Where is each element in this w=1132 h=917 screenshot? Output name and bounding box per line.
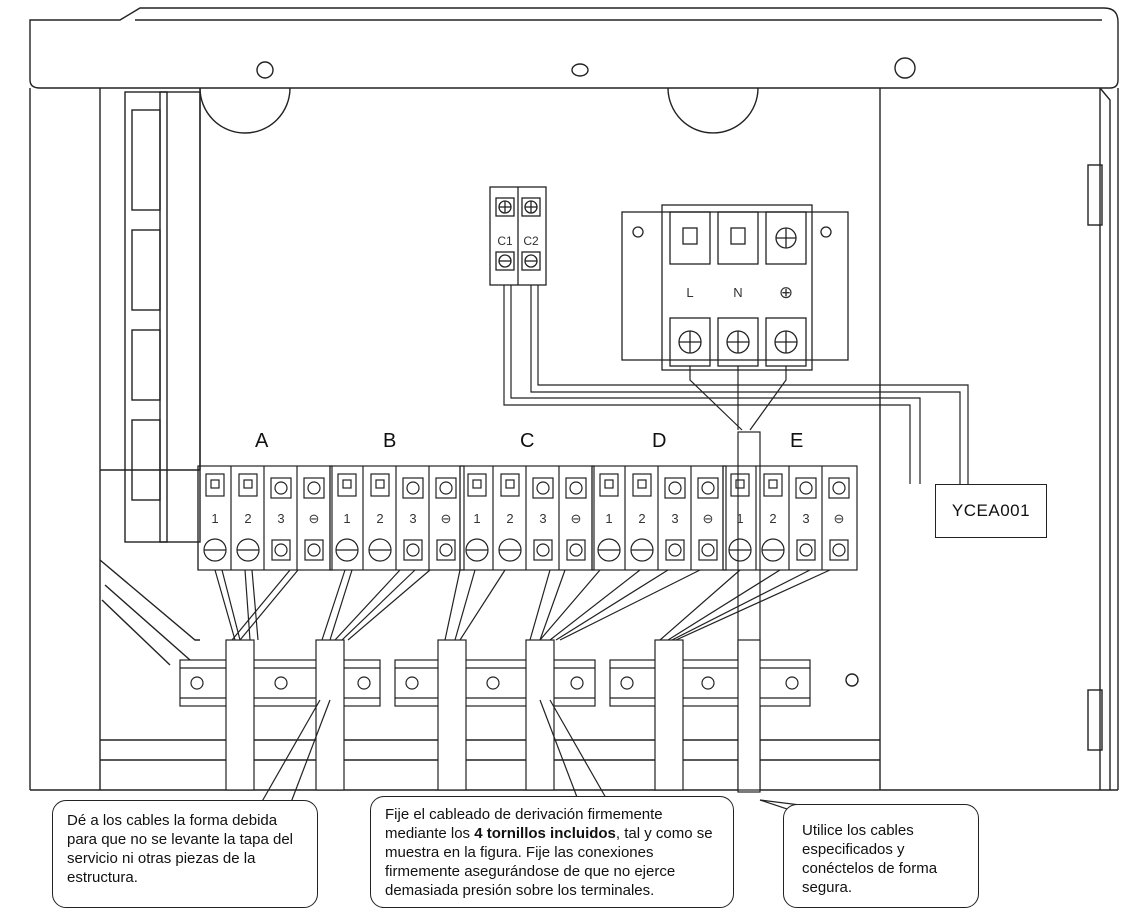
callout-fix-bold: 4 tornillos incluidos: [474, 825, 616, 842]
group-label-e: E: [790, 430, 804, 452]
terminal-label: 1: [736, 511, 743, 526]
terminal-label: 3: [277, 511, 284, 526]
power-terminal-label: ⊕: [779, 283, 793, 302]
terminal-label: 1: [211, 511, 218, 526]
lid-hole: [894, 57, 916, 79]
terminal-label: ⊖: [441, 511, 452, 526]
terminal-label: 2: [638, 511, 645, 526]
callout-fix-text-2: , tal y como se muestra en la figura. Fi…: [385, 825, 713, 899]
group-label-b: B: [383, 430, 397, 452]
terminal-label: ⊖: [571, 511, 582, 526]
terminal-label: ⊖: [834, 511, 845, 526]
terminal-label: 3: [671, 511, 678, 526]
terminal-label: 1: [605, 511, 612, 526]
terminal-label: 3: [409, 511, 416, 526]
callout-fix-wiring: Fije el cableado de derivación firmement…: [370, 796, 734, 908]
terminal-label: 1: [343, 511, 350, 526]
power-terminal-label: N: [733, 285, 742, 300]
power-terminal-label: L: [686, 285, 693, 300]
group-label-c: C: [520, 430, 535, 452]
terminal-label: 2: [506, 511, 513, 526]
callout-use-specified-cables: Utilice los cables especificados y conéc…: [783, 804, 979, 908]
group-label-a: A: [255, 430, 269, 452]
terminal-label: 2: [769, 511, 776, 526]
lid-hole: [256, 61, 274, 79]
terminal-label: 2: [244, 511, 251, 526]
terminal-label: ⊖: [309, 511, 320, 526]
terminal-label: 3: [539, 511, 546, 526]
device-box: YCEA001: [935, 484, 1047, 538]
callout-shape-cables: Dé a los cables la forma debida para que…: [52, 800, 318, 908]
group-label-d: D: [652, 430, 667, 452]
c-terminal-block: [489, 186, 547, 286]
terminal-label: ⊖: [703, 511, 714, 526]
top-lid: [29, 7, 1119, 89]
terminal-label: 3: [802, 511, 809, 526]
lid-hole: [571, 63, 589, 77]
c-terminal-label: C1: [497, 234, 513, 248]
c-terminal-label: C2: [523, 234, 539, 248]
terminal-label: 2: [376, 511, 383, 526]
callout-fix-text-1: Fije el cableado de derivación firmement…: [385, 806, 663, 842]
terminal-label: 1: [473, 511, 480, 526]
